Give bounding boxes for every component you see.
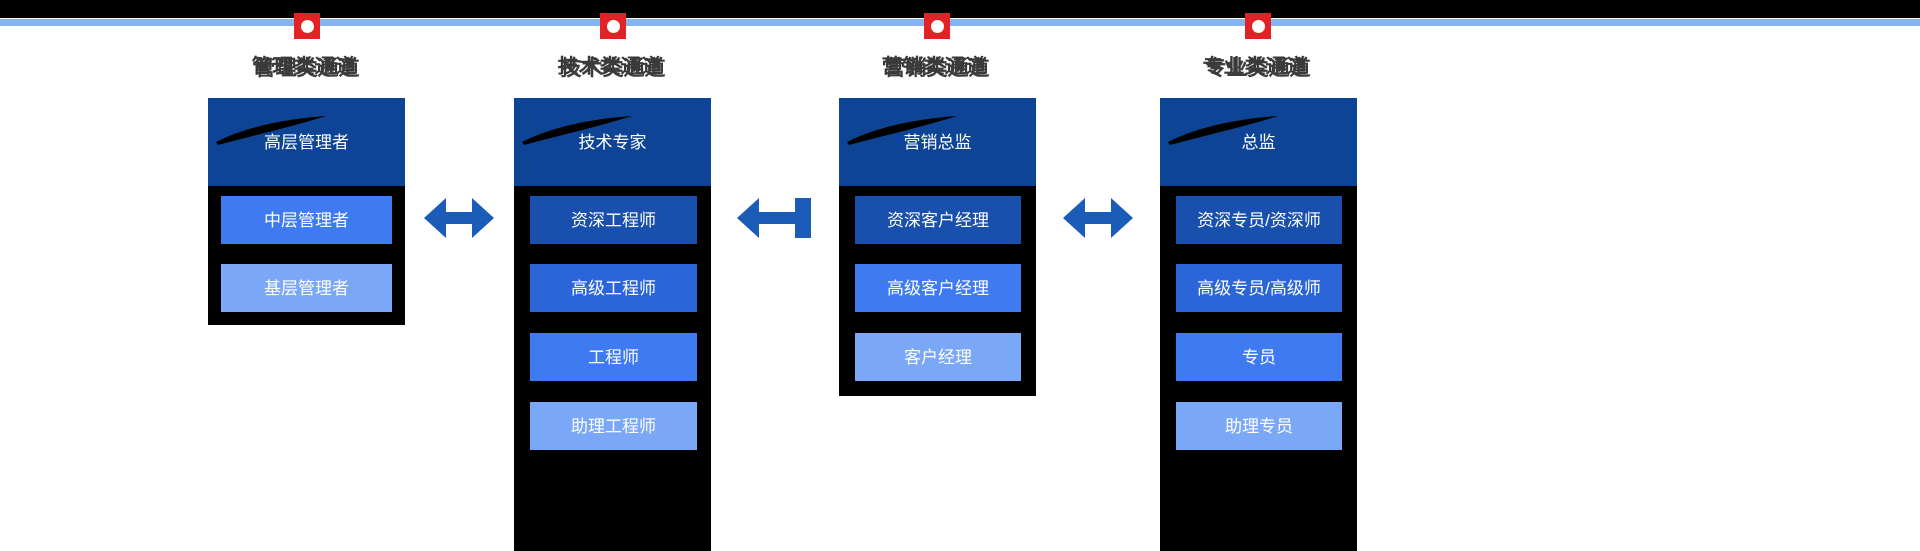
role-box[interactable]: 营销总监 bbox=[839, 98, 1036, 186]
role-box[interactable]: 工程师 bbox=[530, 333, 697, 381]
role-box[interactable]: 助理工程师 bbox=[530, 402, 697, 450]
role-box[interactable]: 高级工程师 bbox=[530, 264, 697, 312]
column-title-ghost: 专业类通道 bbox=[1202, 55, 1308, 78]
column-title-text: 专业类通道 bbox=[1205, 57, 1311, 80]
timeline-rule bbox=[0, 19, 1920, 26]
timeline-marker[interactable] bbox=[294, 13, 320, 39]
column-title-ghost: 技术类通道 bbox=[557, 55, 663, 78]
column-title-text: 营销类通道 bbox=[884, 57, 990, 80]
column-title-professional: 专业类通道专业类通道 bbox=[1108, 56, 1408, 82]
role-label: 高级客户经理 bbox=[887, 278, 989, 298]
role-box[interactable]: 技术专家 bbox=[514, 98, 711, 186]
timeline-marker[interactable] bbox=[1245, 13, 1271, 39]
role-label: 客户经理 bbox=[904, 347, 972, 367]
column-title-ghost: 管理类通道 bbox=[251, 55, 357, 78]
role-label: 资深专员/资深师 bbox=[1197, 210, 1321, 230]
role-label: 技术专家 bbox=[578, 132, 647, 152]
column-title-marketing: 营销类通道营销类通道 bbox=[787, 56, 1087, 82]
role-box[interactable]: 资深专员/资深师 bbox=[1176, 196, 1342, 244]
role-box[interactable]: 高级专员/高级师 bbox=[1176, 264, 1342, 312]
top-black-bar bbox=[0, 0, 1920, 18]
double-headed-arrow-icon bbox=[1063, 198, 1133, 238]
role-label: 营销总监 bbox=[903, 132, 972, 152]
role-label: 高级工程师 bbox=[571, 278, 656, 298]
role-label: 专员 bbox=[1242, 347, 1276, 367]
role-box[interactable]: 资深客户经理 bbox=[855, 196, 1021, 244]
role-label: 高级专员/高级师 bbox=[1197, 278, 1321, 298]
column-title-text: 管理类通道 bbox=[254, 57, 360, 80]
column-title-ghost: 营销类通道 bbox=[881, 55, 987, 78]
career-column-management: 管理类通道管理类通道 bbox=[157, 0, 457, 551]
role-box[interactable]: 助理专员 bbox=[1176, 402, 1342, 450]
career-column-professional: 专业类通道专业类通道 bbox=[1108, 0, 1408, 551]
column-title-management: 管理类通道管理类通道 bbox=[157, 56, 457, 82]
role-label: 助理专员 bbox=[1225, 416, 1293, 436]
role-box[interactable]: 基层管理者 bbox=[221, 264, 392, 312]
career-column-marketing: 营销类通道营销类通道 bbox=[787, 0, 1087, 551]
marker-dot-icon bbox=[930, 19, 944, 33]
role-label: 助理工程师 bbox=[571, 416, 656, 436]
role-label: 基层管理者 bbox=[264, 278, 349, 298]
career-column-technology: 技术类通道技术类通道 bbox=[463, 0, 763, 551]
role-label: 中层管理者 bbox=[264, 210, 349, 230]
role-label: 高层管理者 bbox=[264, 132, 349, 152]
timeline-marker[interactable] bbox=[924, 13, 950, 39]
marker-dot-icon bbox=[300, 19, 314, 33]
role-box[interactable]: 中层管理者 bbox=[221, 196, 392, 244]
left-arrow-icon bbox=[737, 198, 811, 238]
column-title-text: 技术类通道 bbox=[560, 57, 666, 80]
marker-dot-icon bbox=[1251, 19, 1265, 33]
double-headed-arrow-icon bbox=[424, 198, 494, 238]
column-title-technology: 技术类通道技术类通道 bbox=[463, 56, 763, 82]
role-label: 资深工程师 bbox=[571, 210, 656, 230]
role-box[interactable]: 资深工程师 bbox=[530, 196, 697, 244]
role-box[interactable]: 高层管理者 bbox=[208, 98, 405, 186]
role-box[interactable]: 专员 bbox=[1176, 333, 1342, 381]
role-box[interactable]: 高级客户经理 bbox=[855, 264, 1021, 312]
role-label: 总监 bbox=[1241, 132, 1276, 152]
role-box[interactable]: 总监 bbox=[1160, 98, 1357, 186]
role-label: 工程师 bbox=[588, 347, 639, 367]
timeline-marker[interactable] bbox=[600, 13, 626, 39]
marker-dot-icon bbox=[606, 19, 620, 33]
role-box[interactable]: 客户经理 bbox=[855, 333, 1021, 381]
role-label: 资深客户经理 bbox=[887, 210, 989, 230]
